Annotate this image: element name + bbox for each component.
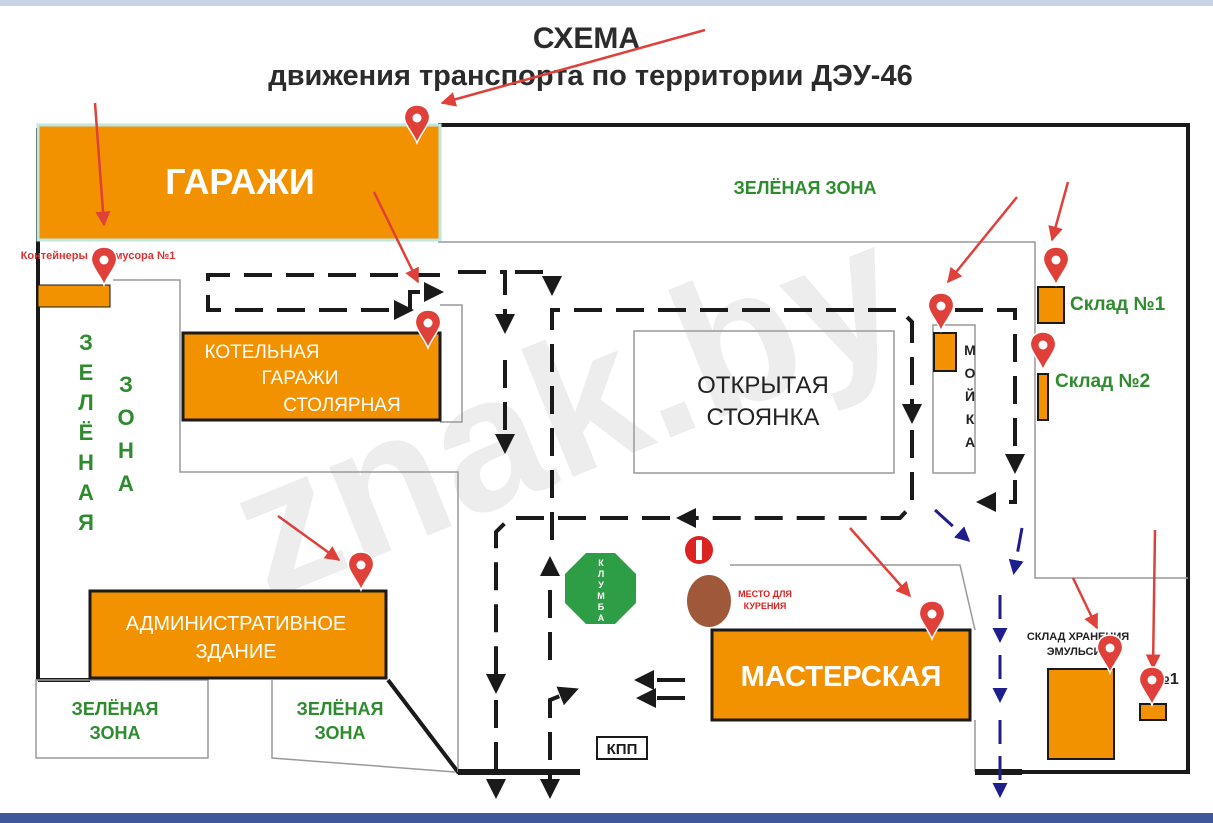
map-pin-icon[interactable] — [90, 246, 118, 286]
vertical-letter: А — [598, 613, 605, 623]
route-arrow-icon — [550, 308, 922, 540]
garages-label: ГАРАЖИ — [165, 161, 314, 202]
map-subtitle: движения транспорта по территории ДЭУ-46 — [268, 60, 913, 92]
map-pin-icon[interactable] — [1042, 246, 1070, 286]
route-arrow-icon — [515, 270, 562, 296]
route-arrow-icon — [548, 686, 579, 760]
vertical-letter: Н — [78, 450, 94, 475]
annotation-arrows — [93, 28, 1161, 670]
pedestrian-arrow-icon — [933, 508, 971, 543]
vertical-letter: Л — [598, 569, 604, 579]
parking-label-2: СТОЯНКА — [707, 404, 820, 431]
annotation-arrow — [947, 196, 1018, 284]
warehouse-1 — [1037, 286, 1065, 324]
vertical-letter: Я — [78, 510, 94, 535]
map-pin-icon[interactable] — [1029, 331, 1057, 371]
pedestrian-route — [933, 508, 1024, 798]
route-arrow-icon — [955, 308, 1025, 474]
admin-label: АДМИНИСТРАТИВНОЕ — [126, 613, 346, 635]
boiler-garages-label: ГАРАЖИ — [262, 368, 339, 389]
route-arrow-icon — [976, 480, 1017, 512]
smoking-area — [687, 575, 731, 627]
boiler-house-building — [181, 331, 442, 422]
annotation-arrow — [849, 527, 911, 598]
zone-outline — [438, 241, 1188, 579]
vertical-letter: К — [966, 411, 975, 427]
green-zone-top: ЗЕЛЁНАЯ ЗОНА — [734, 178, 877, 198]
vertical-letter: Ё — [79, 420, 94, 445]
warehouse-2 — [1037, 373, 1049, 421]
traffic-route — [206, 270, 1025, 799]
checkpoint-box — [596, 736, 648, 760]
emulsion-label-2: ЭМУЛЬСИИ — [1047, 646, 1110, 658]
pedestrian-arrow-icon — [1008, 527, 1024, 575]
window-bottom-border — [0, 813, 1213, 823]
window-top-border — [0, 0, 1213, 6]
territory-boundary — [438, 123, 1190, 774]
vertical-letter: М — [597, 591, 605, 601]
flowerbed — [565, 553, 636, 624]
boiler-label: КОТЕЛЬНАЯ — [205, 342, 320, 363]
carwash-building — [933, 332, 957, 372]
green-zone-bl-2: ЗОНА — [89, 723, 140, 743]
warehouse-2-label: Склад №2 — [1055, 371, 1150, 392]
green-zone-left-col2: ЗОНА — [117, 372, 134, 496]
emulsion-storage — [1047, 668, 1115, 760]
vertical-letter: У — [598, 580, 604, 590]
green-zone-bl: ЗЕЛЁНАЯ — [72, 699, 159, 719]
vertical-letter: А — [78, 480, 94, 505]
route-arrow-icon — [458, 270, 515, 334]
administrative-building — [88, 589, 388, 680]
map-pin-icon[interactable] — [1138, 666, 1166, 706]
smoking-label-2: КУРЕНИЯ — [744, 601, 787, 611]
workshop-building — [710, 628, 972, 722]
open-parking-outline — [633, 330, 895, 474]
parking-label: ОТКРЫТАЯ — [697, 372, 829, 399]
carpentry-label: СТОЛЯРНАЯ — [283, 395, 400, 416]
carwash-outline — [932, 324, 976, 474]
checkpoint-label: КПП — [607, 741, 638, 758]
warehouse-1-label: Склад №1 — [1070, 294, 1166, 315]
green-zone-left-col1: ЗЕЛЁНАЯ — [78, 330, 94, 535]
route-arrow-icon — [206, 273, 440, 320]
vertical-letter: О — [117, 405, 134, 430]
vertical-letter: О — [965, 365, 976, 381]
annotation-arrow — [1145, 529, 1161, 670]
vertical-letter: А — [965, 434, 975, 450]
map-pin-icon[interactable] — [1096, 634, 1124, 674]
vertical-letter: З — [119, 372, 133, 397]
green-zone-bm: ЗЕЛЁНАЯ — [297, 699, 384, 719]
annotation-arrow — [277, 514, 341, 562]
containers-area — [37, 284, 111, 308]
route-arrow-icon — [486, 516, 670, 694]
annotation-arrow — [372, 191, 420, 284]
map-title: СХЕМА — [532, 22, 641, 55]
vertical-letter: З — [79, 330, 93, 355]
annotation-arrow — [93, 102, 111, 227]
vertical-letter: К — [598, 558, 604, 568]
admin-label-2: ЗДАНИЕ — [195, 641, 276, 663]
route-arrow-icon — [408, 282, 444, 310]
no-entry-icon — [685, 536, 713, 564]
vertical-letter: Е — [79, 360, 94, 385]
vertical-letter: Л — [78, 390, 93, 415]
vertical-letter: М — [964, 342, 976, 358]
vertical-letter: Б — [598, 602, 605, 612]
annotation-arrow — [1071, 577, 1099, 630]
workshop-label: МАСТЕРСКАЯ — [741, 661, 942, 693]
green-zone-bl-outline — [35, 679, 209, 759]
vertical-letter: А — [118, 471, 134, 496]
vertical-letter: Й — [965, 387, 975, 404]
small-store — [1139, 703, 1167, 721]
green-zone-bm-2: ЗОНА — [314, 723, 365, 743]
annotation-arrow — [1048, 181, 1070, 242]
vertical-letter: Н — [118, 438, 134, 463]
smoking-label: МЕСТО ДЛЯ — [738, 589, 792, 599]
annotation-arrow — [440, 28, 706, 107]
